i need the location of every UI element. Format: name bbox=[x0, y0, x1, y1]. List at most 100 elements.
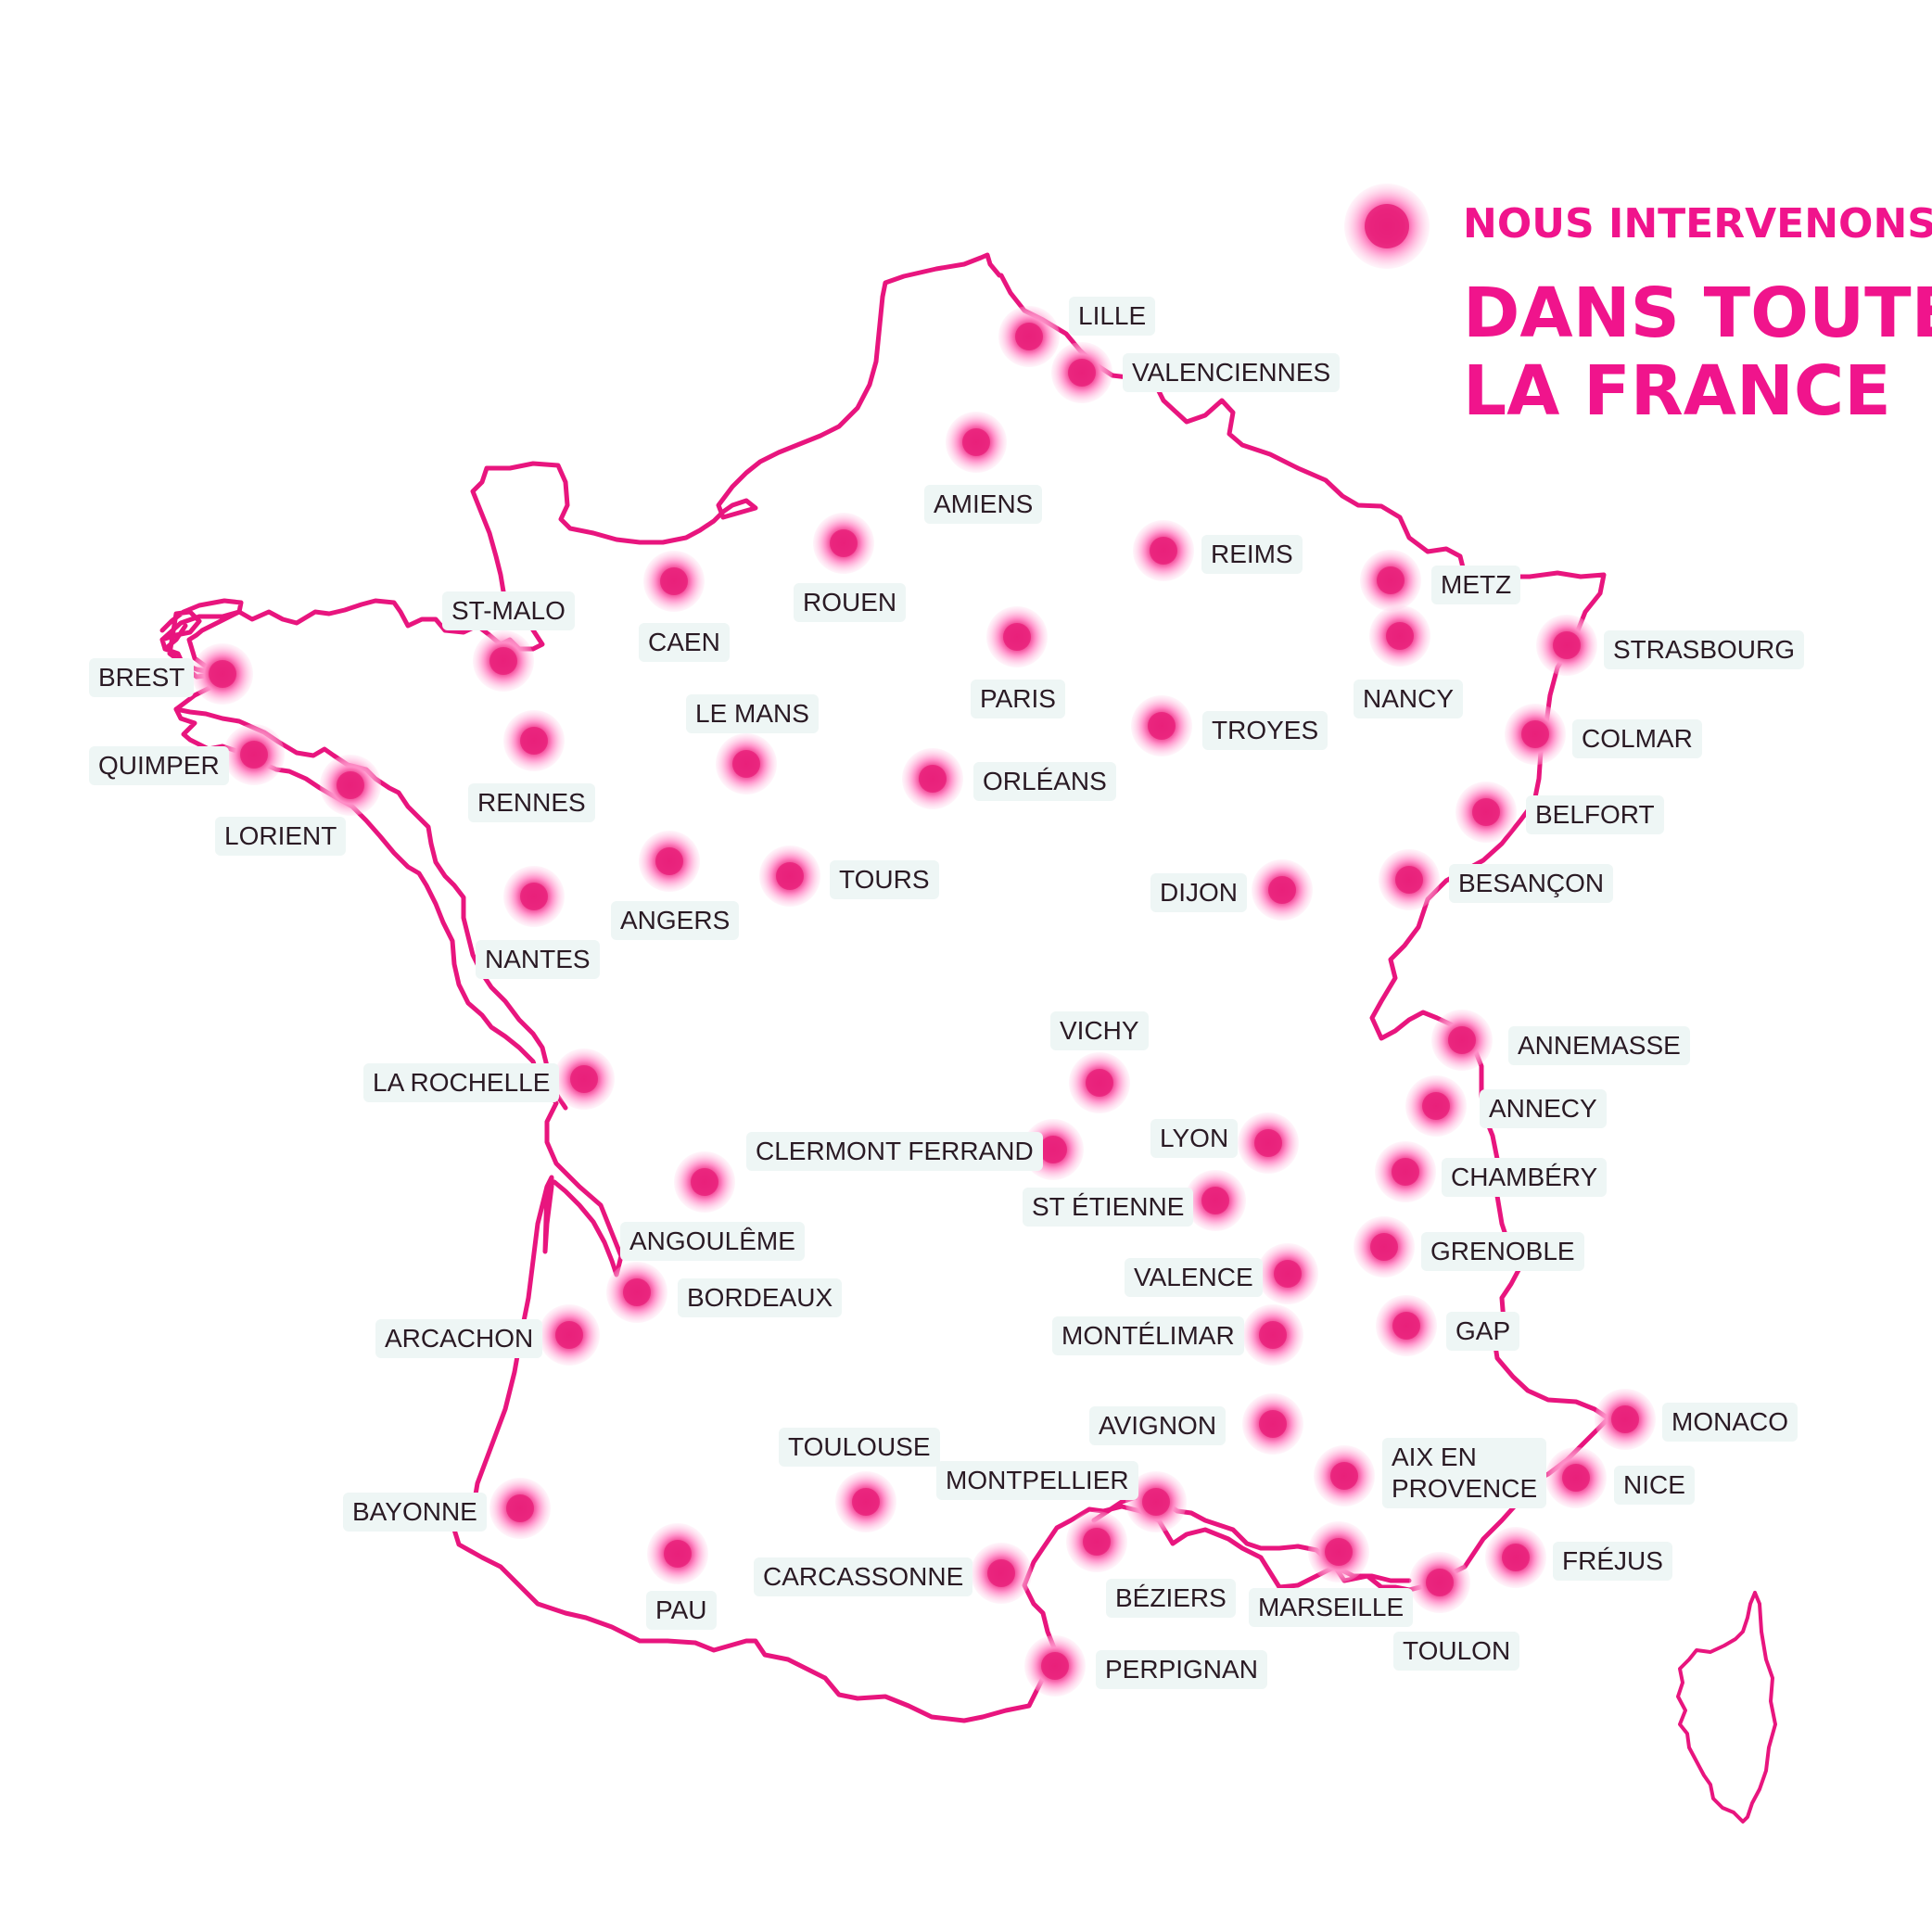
city-marker-grenoble bbox=[1354, 1216, 1415, 1277]
city-label-belfort: BELFORT bbox=[1526, 795, 1664, 834]
city-marker-monaco bbox=[1595, 1389, 1656, 1450]
city-marker-nantes bbox=[503, 866, 565, 927]
city-label-rouen: ROUEN bbox=[794, 583, 907, 622]
city-label-angers: ANGERS bbox=[611, 901, 740, 940]
city-label-clermont-ferrand: CLERMONT FERRAND bbox=[746, 1132, 1043, 1171]
city-label-nice: NICE bbox=[1614, 1466, 1695, 1505]
city-marker-valence bbox=[1257, 1243, 1318, 1304]
city-marker-paris bbox=[986, 606, 1048, 667]
city-label-dijon: DIJON bbox=[1150, 873, 1247, 912]
city-marker-belfort bbox=[1455, 782, 1517, 843]
city-label-orl-ans: ORLÉANS bbox=[973, 762, 1116, 801]
city-label-marseille: MARSEILLE bbox=[1249, 1588, 1414, 1627]
city-marker-montpellier bbox=[1125, 1471, 1187, 1532]
city-marker-arcachon bbox=[539, 1304, 600, 1366]
city-label-paris: PARIS bbox=[971, 680, 1065, 718]
city-label-le-mans: LE MANS bbox=[686, 694, 819, 733]
city-marker-angoul-me bbox=[674, 1151, 735, 1213]
city-label-vichy: VICHY bbox=[1050, 1011, 1149, 1050]
city-marker-le-mans bbox=[716, 733, 777, 794]
city-marker-avignon bbox=[1242, 1393, 1303, 1455]
city-marker-besan-on bbox=[1379, 849, 1440, 910]
city-marker-colmar bbox=[1505, 704, 1566, 765]
city-marker-rennes bbox=[503, 710, 565, 771]
city-marker-nancy bbox=[1369, 605, 1430, 667]
city-label-rennes: RENNES bbox=[468, 783, 595, 822]
city-marker-marseille bbox=[1308, 1521, 1369, 1582]
city-marker-b-ziers bbox=[1066, 1511, 1127, 1572]
city-label-arcachon: ARCACHON bbox=[375, 1319, 543, 1358]
city-label-b-ziers: BÉZIERS bbox=[1106, 1579, 1236, 1618]
city-label-caen: CAEN bbox=[639, 623, 730, 662]
city-marker-angers bbox=[639, 831, 700, 892]
city-marker-chamb-ry bbox=[1375, 1141, 1436, 1202]
city-label-metz: METZ bbox=[1431, 566, 1521, 604]
city-marker-quimper bbox=[223, 724, 285, 785]
city-label-valenciennes: VALENCIENNES bbox=[1123, 353, 1341, 392]
city-label-annemasse: ANNEMASSE bbox=[1508, 1026, 1690, 1065]
city-marker-amiens bbox=[946, 412, 1007, 473]
city-label-annecy: ANNECY bbox=[1480, 1089, 1607, 1128]
brittany-coast-path bbox=[159, 252, 1002, 652]
city-marker-fr-jus bbox=[1485, 1527, 1546, 1588]
city-label-lyon: LYON bbox=[1150, 1119, 1239, 1158]
city-marker-pau bbox=[647, 1523, 708, 1584]
city-markers bbox=[192, 306, 1656, 1697]
city-marker-brest bbox=[192, 643, 253, 705]
city-marker-nice bbox=[1545, 1447, 1607, 1508]
headline-line-1: DANS TOUTE bbox=[1463, 273, 1932, 353]
city-label-lille: LILLE bbox=[1069, 297, 1156, 336]
city-marker-toulouse bbox=[835, 1471, 896, 1532]
city-label-toulouse: TOULOUSE bbox=[779, 1428, 940, 1467]
city-label-mont-limar: MONTÉLIMAR bbox=[1052, 1316, 1244, 1355]
legend-label: NOUS INTERVENONS bbox=[1463, 200, 1932, 248]
city-label-la-rochelle: LA ROCHELLE bbox=[363, 1063, 560, 1102]
city-marker-vichy bbox=[1069, 1052, 1130, 1113]
city-marker-annecy bbox=[1405, 1075, 1467, 1137]
city-label-montpellier: MONTPELLIER bbox=[936, 1461, 1138, 1500]
city-marker-lille bbox=[998, 306, 1060, 367]
city-marker-caen bbox=[643, 551, 705, 612]
city-marker-st-malo bbox=[473, 630, 534, 692]
city-label-st-malo: ST-MALO bbox=[442, 591, 575, 630]
city-label-perpignan: PERPIGNAN bbox=[1096, 1650, 1267, 1689]
city-marker-valenciennes bbox=[1051, 342, 1112, 403]
headline-line-2: LA FRANCE bbox=[1463, 351, 1891, 431]
city-marker-perpignan bbox=[1024, 1635, 1086, 1697]
city-marker-dijon bbox=[1252, 859, 1313, 921]
city-label-lorient: LORIENT bbox=[215, 817, 347, 856]
city-label-aix-en-provence: AIX EN PROVENCE bbox=[1382, 1438, 1547, 1508]
city-label-quimper: QUIMPER bbox=[89, 746, 229, 785]
city-marker-lorient bbox=[320, 755, 381, 816]
city-label-angoul-me: ANGOULÊME bbox=[620, 1222, 805, 1261]
city-label-nancy: NANCY bbox=[1354, 680, 1464, 718]
city-marker-gap bbox=[1376, 1295, 1437, 1356]
city-marker-toulon bbox=[1409, 1552, 1470, 1613]
city-marker-orl-ans bbox=[902, 748, 963, 809]
city-label-nantes: NANTES bbox=[476, 940, 600, 979]
city-label-besan-on: BESANÇON bbox=[1449, 864, 1614, 903]
city-marker-bayonne bbox=[489, 1478, 551, 1539]
city-marker-rouen bbox=[813, 513, 874, 574]
city-label-st-tienne: ST ÉTIENNE bbox=[1023, 1188, 1194, 1227]
city-marker-aix-en-provence bbox=[1314, 1445, 1375, 1506]
city-label-gap: GAP bbox=[1446, 1312, 1520, 1351]
city-marker-la-rochelle bbox=[553, 1049, 615, 1110]
city-marker-bordeaux bbox=[606, 1262, 667, 1323]
city-marker-mont-limar bbox=[1242, 1304, 1303, 1366]
city-marker-metz bbox=[1360, 550, 1421, 611]
city-label-toulon: TOULON bbox=[1393, 1632, 1520, 1671]
city-label-fr-jus: FRÉJUS bbox=[1553, 1542, 1672, 1581]
city-marker-carcassonne bbox=[971, 1543, 1032, 1604]
city-marker-st-tienne bbox=[1185, 1170, 1246, 1231]
city-label-strasbourg: STRASBOURG bbox=[1604, 630, 1805, 669]
city-label-carcassonne: CARCASSONNE bbox=[754, 1557, 973, 1596]
city-marker-reims bbox=[1133, 520, 1194, 581]
corsica-outline bbox=[1676, 1591, 1777, 1824]
city-label-avignon: AVIGNON bbox=[1089, 1406, 1227, 1445]
city-label-monaco: MONACO bbox=[1662, 1403, 1798, 1442]
city-label-troyes: TROYES bbox=[1202, 711, 1328, 750]
city-label-colmar: COLMAR bbox=[1572, 719, 1702, 758]
